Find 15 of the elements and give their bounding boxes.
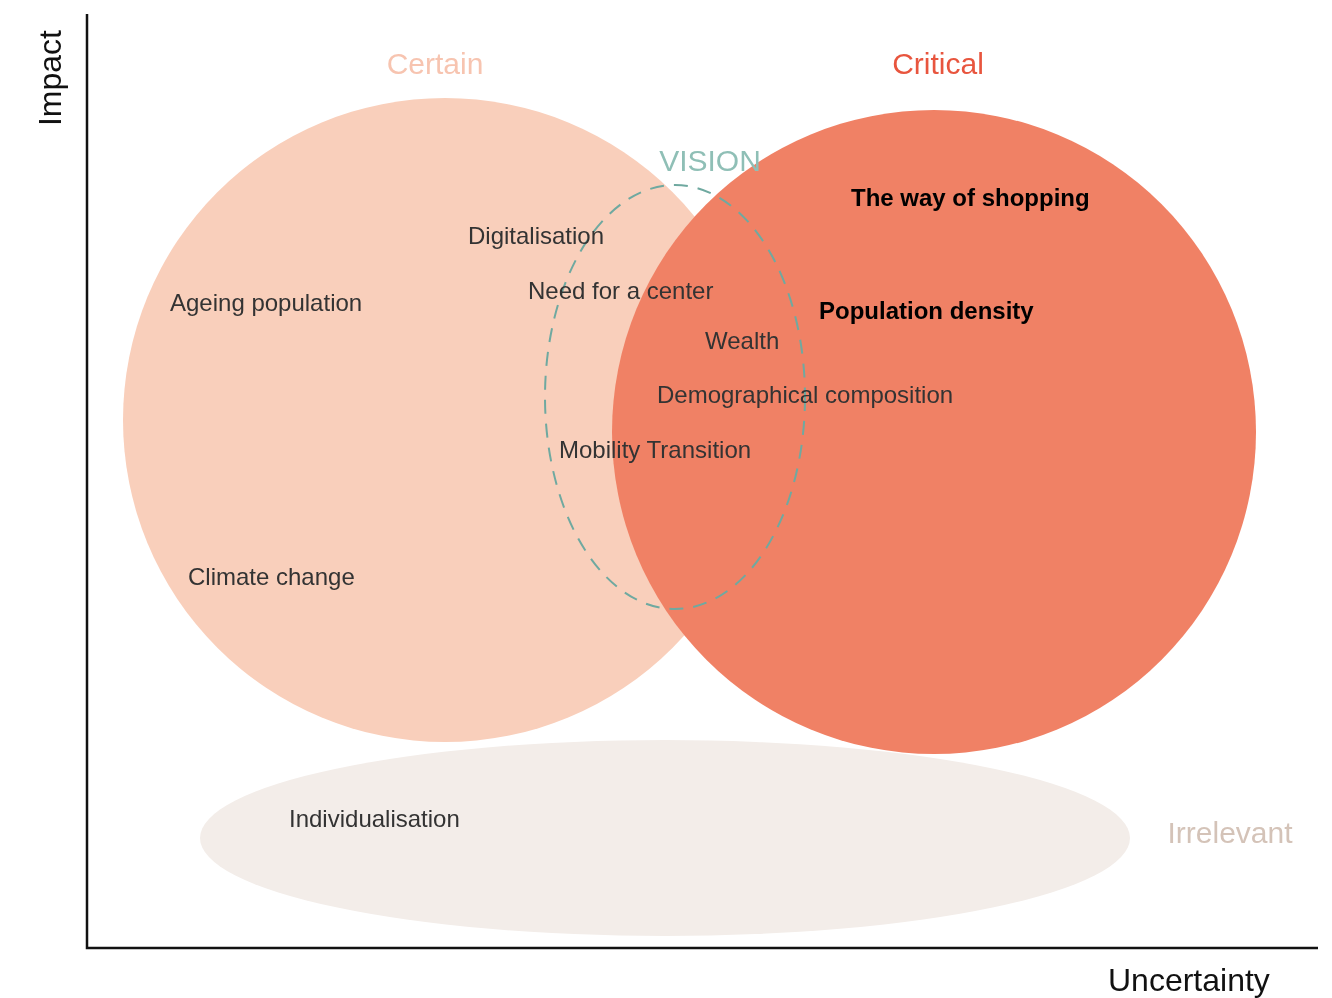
axis-title: Impact [31, 30, 69, 126]
factor-label: Climate change [188, 563, 355, 591]
circle-heading: Critical [892, 47, 984, 81]
factor-label: Wealth [705, 327, 780, 355]
circle-heading: Irrelevant [1167, 816, 1293, 850]
factor-label: Population density [819, 297, 1034, 325]
factor-label: Mobility Transition [559, 436, 752, 464]
factor-label: Individualisation [289, 805, 460, 833]
factor-label: The way of shopping [851, 184, 1090, 212]
circle-heading: VISION [659, 144, 761, 178]
circle-heading: Certain [386, 47, 484, 81]
factor-label: Ageing population [170, 289, 363, 317]
axis-title: Uncertainty [1108, 962, 1270, 998]
factor-label: Need for a center [528, 277, 714, 305]
factor-label: Digitalisation [468, 222, 605, 250]
